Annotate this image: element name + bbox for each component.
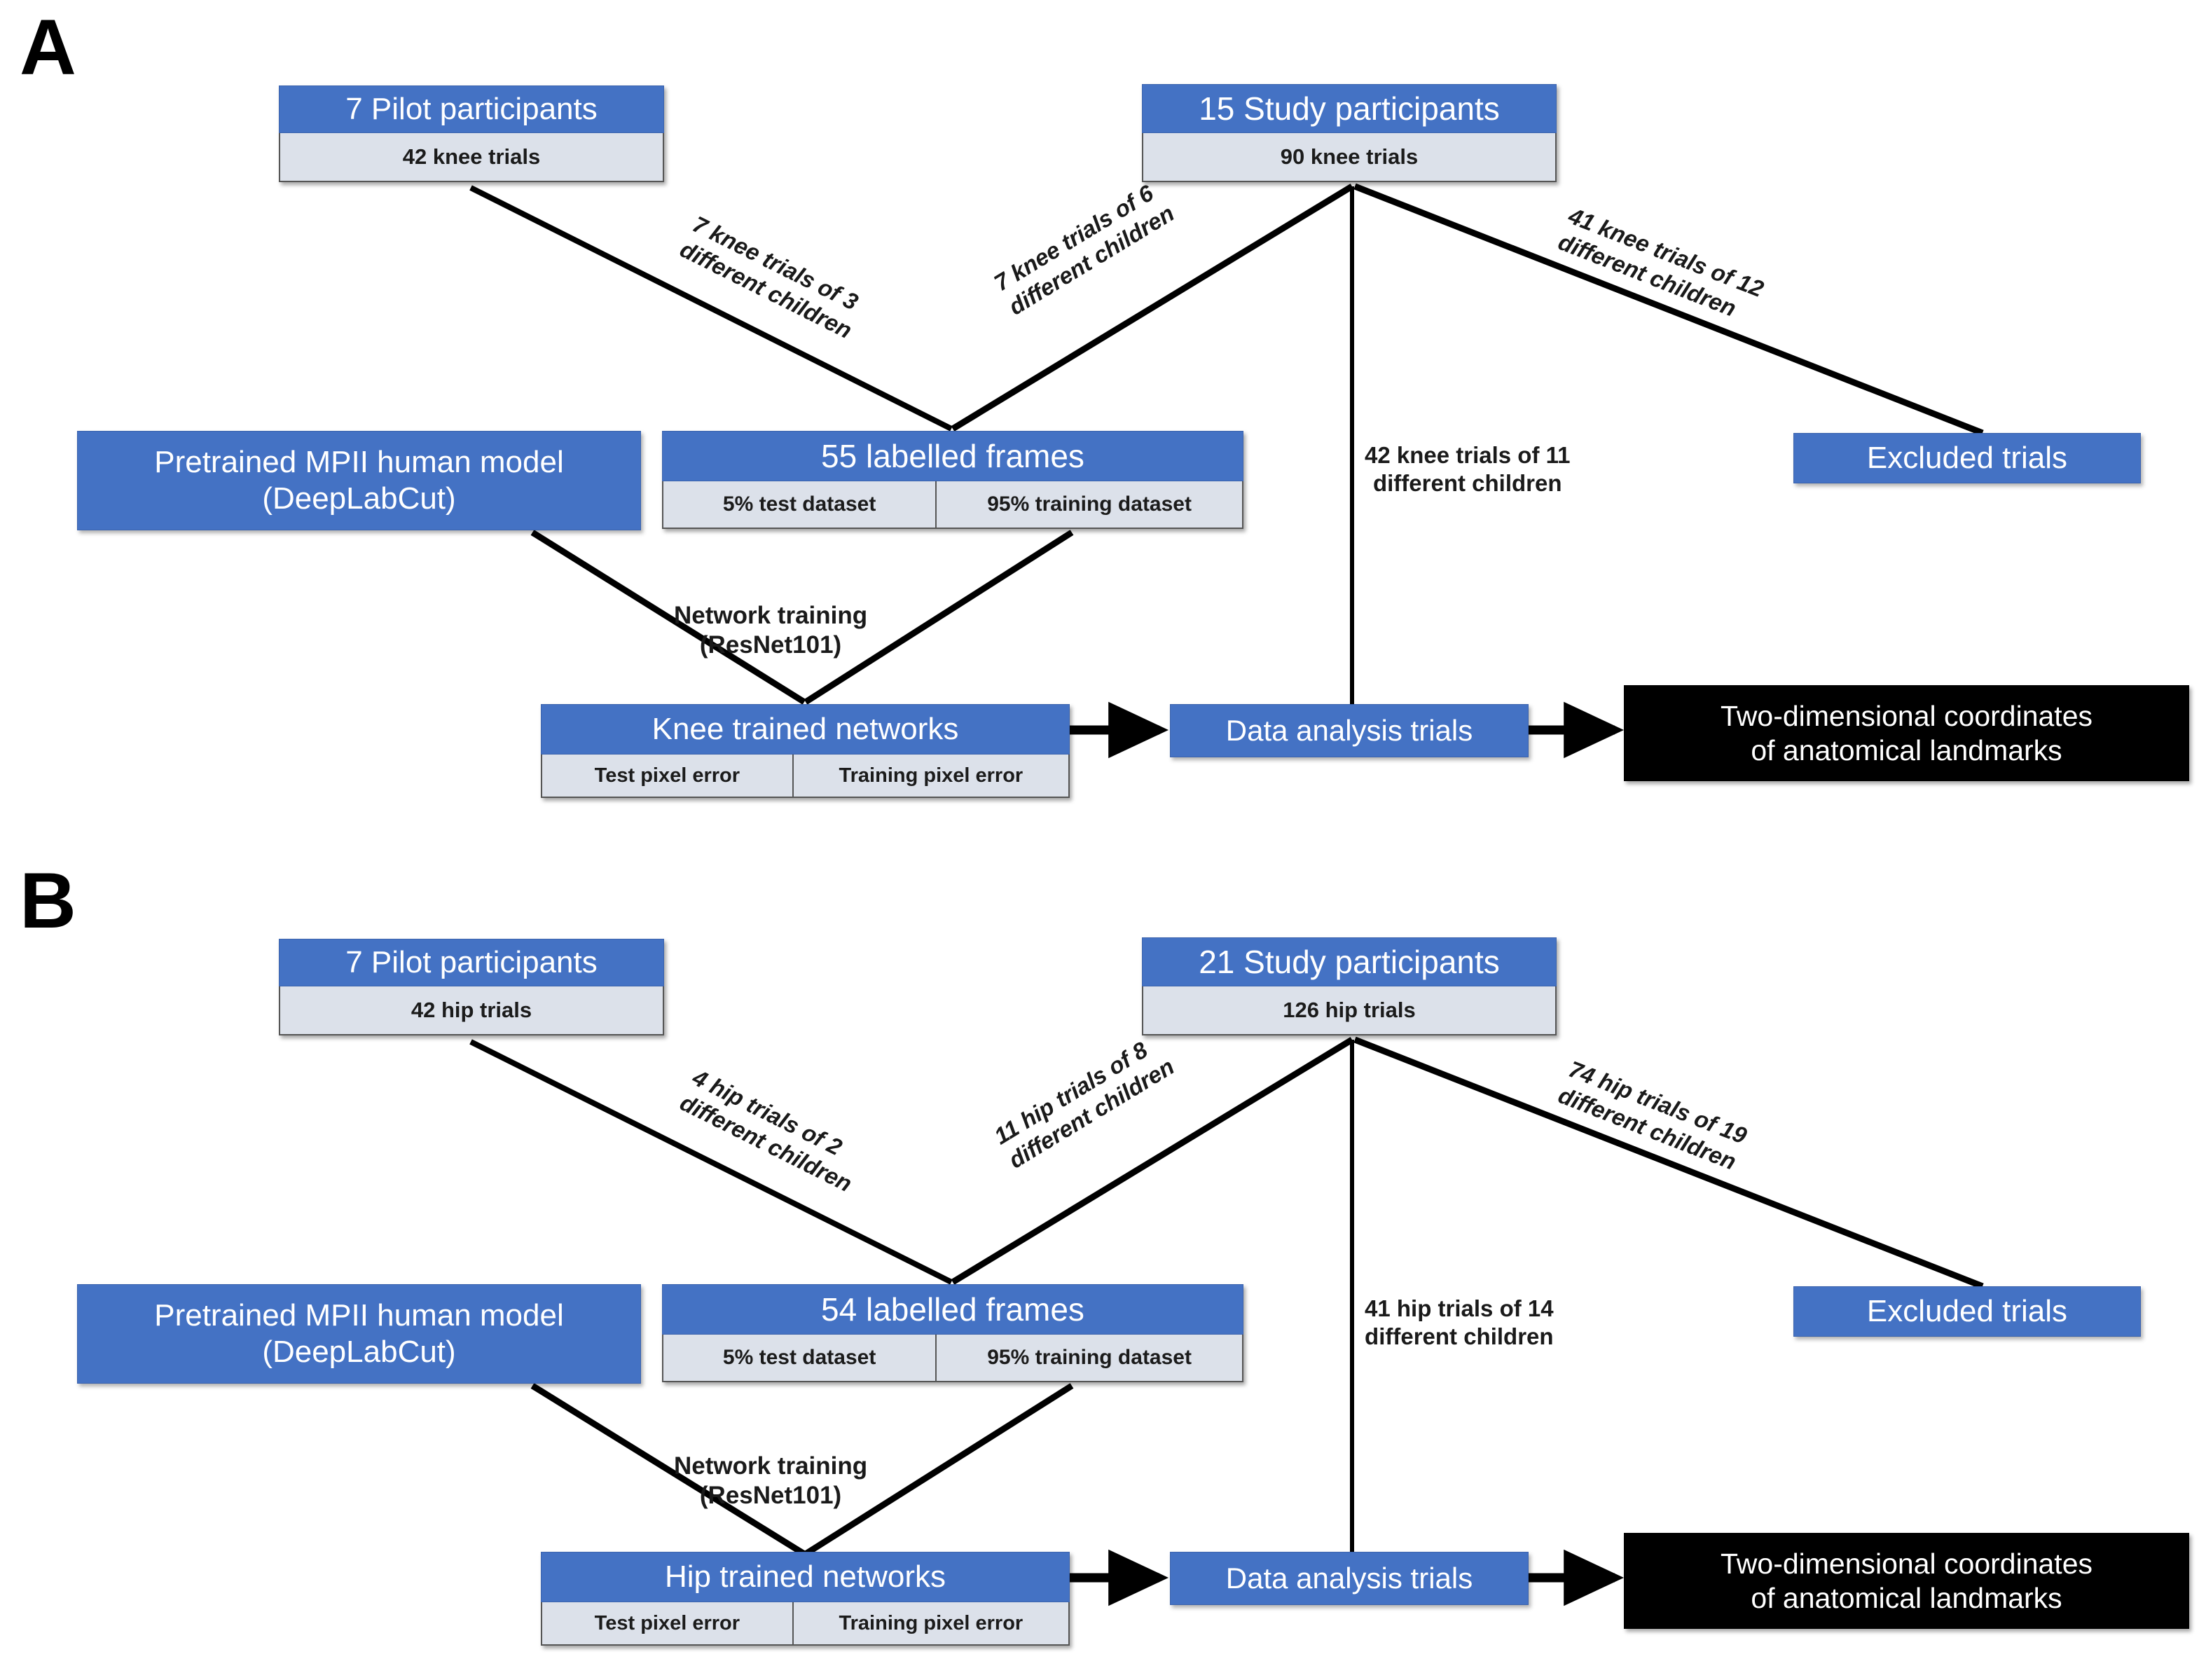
- pretrained-line1-b: Pretrained MPII human model: [154, 1298, 564, 1333]
- node-output-coordinates-a[interactable]: Two-dimensional coordinates of anatomica…: [1624, 685, 2189, 781]
- frames-test-a: 5% test dataset: [722, 493, 876, 516]
- study-trials-b: 126 hip trials: [1283, 998, 1416, 1022]
- node-subrow: Test pixel error Training pixel error: [541, 1602, 1070, 1646]
- node-excluded-trials-a[interactable]: Excluded trials: [1793, 433, 2141, 483]
- node-header: 7 Pilot participants: [279, 85, 664, 133]
- pretrained-line2-b: (DeepLabCut): [262, 1335, 456, 1369]
- node-excluded-trials-b[interactable]: Excluded trials: [1793, 1286, 2141, 1337]
- frames-title-a: 55 labelled frames: [821, 438, 1084, 474]
- node-subrow: 126 hip trials: [1142, 986, 1557, 1035]
- node-header: 7 Pilot participants: [279, 939, 664, 986]
- node-header: Hip trained networks: [541, 1552, 1070, 1602]
- node-pretrained-model-a[interactable]: Pretrained MPII human model (DeepLabCut): [77, 431, 641, 530]
- output-text-b: Two-dimensional coordinates of anatomica…: [1721, 1548, 2093, 1614]
- panel-label-b: B: [20, 857, 76, 944]
- edge-label-study-frames-b: 11 hip trials of 8 different children: [989, 1036, 1179, 1173]
- node-pilot-participants-b[interactable]: 7 Pilot participants 42 hip trials: [279, 939, 664, 1035]
- edge-label-pilot-frames-b: 4 hip trials of 2 different children: [676, 1063, 857, 1197]
- node-data-analysis-a[interactable]: Data analysis trials: [1170, 704, 1529, 757]
- frames-train-a: 95% training dataset: [935, 481, 1242, 528]
- edge-label-study-frames-a: 7 knee trials of 6 different children: [989, 179, 1179, 320]
- edge-label-study-excluded-b: 74 hip trials of 19 different children: [1554, 1055, 1751, 1175]
- node-trained-networks-a[interactable]: Knee trained networks Test pixel error T…: [541, 704, 1070, 798]
- node-header: 55 labelled frames: [662, 431, 1243, 481]
- frames-test-b: 5% test dataset: [722, 1346, 876, 1369]
- trained-train-b: Training pixel error: [792, 1602, 1068, 1644]
- analysis-label-b: Data analysis trials: [1225, 1562, 1473, 1595]
- trained-train-a: Training pixel error: [792, 755, 1068, 797]
- node-header: 15 Study participants: [1142, 84, 1557, 133]
- trained-title-b: Hip trained networks: [664, 1559, 946, 1594]
- node-header: 21 Study participants: [1142, 937, 1557, 986]
- node-subrow: 42 hip trials: [279, 986, 664, 1035]
- edge-study-to-excluded-b: [1353, 1036, 1984, 1290]
- node-header: 54 labelled frames: [662, 1284, 1243, 1335]
- panel-label-a: A: [20, 4, 76, 91]
- node-labelled-frames-b[interactable]: 54 labelled frames 5% test dataset 95% t…: [662, 1284, 1243, 1382]
- node-pilot-participants-a[interactable]: 7 Pilot participants 42 knee trials: [279, 85, 664, 182]
- trained-test-a: Test pixel error: [594, 764, 740, 787]
- excluded-label-a: Excluded trials: [1866, 441, 2068, 475]
- node-header: Knee trained networks: [541, 704, 1070, 755]
- edge-study-to-excluded-a: [1353, 183, 1984, 436]
- node-output-coordinates-b[interactable]: Two-dimensional coordinates of anatomica…: [1624, 1533, 2189, 1629]
- frames-train-b: 95% training dataset: [935, 1335, 1242, 1381]
- pilot-title-b: 7 Pilot participants: [345, 945, 598, 979]
- pilot-trials-b: 42 hip trials: [411, 998, 532, 1022]
- node-subrow: 90 knee trials: [1142, 133, 1557, 182]
- node-study-participants-b[interactable]: 21 Study participants 126 hip trials: [1142, 937, 1557, 1035]
- edge-label-network-training-b: Network training (ResNet101): [674, 1452, 868, 1509]
- node-subrow: 5% test dataset 95% training dataset: [662, 481, 1243, 529]
- edge-label-pilot-frames-a: 7 knee trials of 3 different children: [676, 210, 862, 343]
- pretrained-line1-a: Pretrained MPII human model: [154, 445, 564, 480]
- trained-title-a: Knee trained networks: [652, 712, 959, 746]
- study-title-a: 15 Study participants: [1199, 90, 1500, 127]
- trained-test-b: Test pixel error: [594, 1611, 740, 1634]
- analysis-label-a: Data analysis trials: [1225, 714, 1473, 747]
- node-data-analysis-b[interactable]: Data analysis trials: [1170, 1552, 1529, 1605]
- edge-label-study-analysis-a: 42 knee trials of 11 different children: [1365, 442, 1571, 496]
- frames-title-b: 54 labelled frames: [821, 1291, 1084, 1328]
- node-subrow: 5% test dataset 95% training dataset: [662, 1335, 1243, 1382]
- pilot-trials-a: 42 knee trials: [402, 144, 541, 169]
- pretrained-line2-a: (DeepLabCut): [262, 481, 456, 516]
- study-title-b: 21 Study participants: [1199, 944, 1500, 980]
- pilot-title-a: 7 Pilot participants: [345, 92, 598, 126]
- node-pretrained-model-b[interactable]: Pretrained MPII human model (DeepLabCut): [77, 1284, 641, 1384]
- edge-label-network-training-a: Network training (ResNet101): [674, 602, 868, 659]
- study-trials-a: 90 knee trials: [1280, 144, 1419, 169]
- node-labelled-frames-a[interactable]: 55 labelled frames 5% test dataset 95% t…: [662, 431, 1243, 529]
- node-subrow: 42 knee trials: [279, 133, 664, 182]
- node-trained-networks-b[interactable]: Hip trained networks Test pixel error Tr…: [541, 1552, 1070, 1646]
- node-subrow: Test pixel error Training pixel error: [541, 755, 1070, 798]
- edge-label-study-analysis-b: 41 hip trials of 14 different children: [1365, 1295, 1554, 1349]
- edge-label-study-excluded-a: 41 knee trials of 12 different children: [1554, 202, 1767, 322]
- node-study-participants-a[interactable]: 15 Study participants 90 knee trials: [1142, 84, 1557, 182]
- excluded-label-b: Excluded trials: [1866, 1294, 2068, 1328]
- output-text-a: Two-dimensional coordinates of anatomica…: [1721, 700, 2093, 766]
